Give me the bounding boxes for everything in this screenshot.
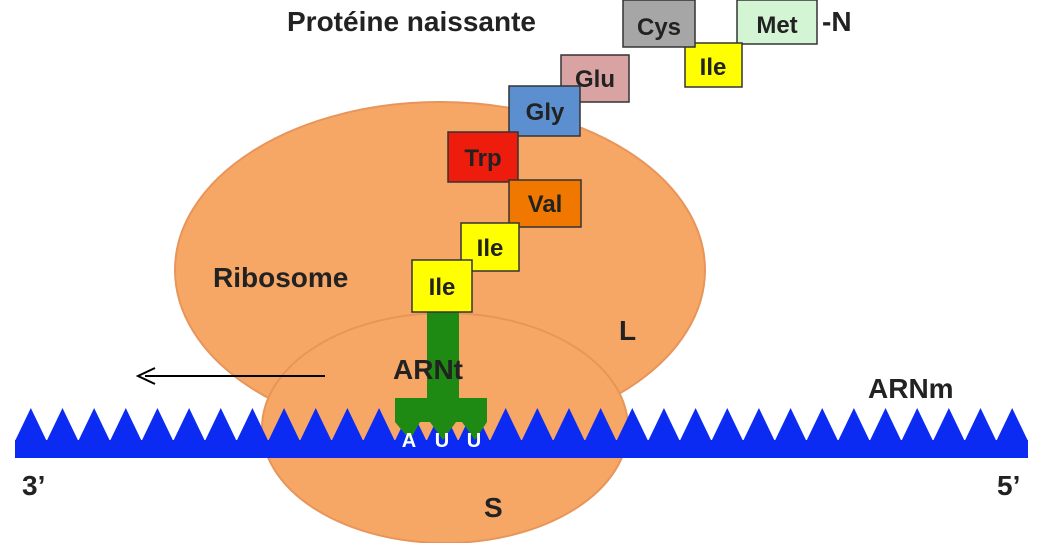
mrna-nucleotide	[236, 408, 269, 441]
aa-trp: Trp	[447, 131, 519, 183]
mrna-nucleotide	[331, 408, 364, 441]
mrna-nucleotide	[489, 408, 522, 441]
mrna-nucleotide	[268, 408, 300, 441]
mrna-nucleotide	[774, 408, 807, 441]
small-subunit-label: S	[484, 492, 503, 523]
anticodon-base-1: A	[402, 430, 416, 452]
mrna-nucleotide	[711, 408, 744, 441]
aa-ile-1: Ile	[684, 42, 743, 88]
aa-met: Met	[736, 0, 818, 45]
anticodon-base-3: U	[467, 430, 481, 452]
mrna-nucleotide	[996, 408, 1028, 441]
mrna-nucleotide	[901, 408, 934, 441]
aa-cys: Cys	[622, 0, 696, 48]
aa-val-label: Val	[528, 191, 563, 218]
aa-gly: Gly	[508, 85, 581, 137]
mrna-nucleotide	[46, 408, 79, 441]
mrna-nucleotide	[553, 408, 585, 441]
aa-cys-label: Cys	[637, 14, 681, 41]
mrna-nucleotide	[806, 408, 839, 441]
mrna-nucleotide	[173, 408, 205, 441]
aa-ile-1-label: Ile	[700, 54, 727, 81]
mrna-nucleotide	[521, 408, 554, 441]
aa-val: Val	[508, 179, 582, 228]
mrna-nucleotide	[584, 408, 617, 441]
direction-arrow	[135, 367, 325, 385]
aa-glu-label: Glu	[575, 66, 615, 93]
mrna-nucleotide	[648, 408, 680, 441]
mrna-nucleotide	[109, 408, 142, 441]
n-terminus-label: -N	[822, 6, 852, 37]
mrna-label: ARNm	[868, 373, 954, 404]
trna	[395, 310, 487, 440]
mrna-nucleotide	[204, 408, 237, 441]
mrna-nucleotide	[869, 408, 902, 441]
ribosome-label: Ribosome	[213, 262, 348, 293]
anticodon-base-2: U	[435, 430, 449, 452]
aa-met-label: Met	[756, 12, 797, 39]
three-prime-label: 3’	[22, 470, 45, 501]
aa-gly-label: Gly	[526, 99, 565, 126]
mrna-nucleotide	[679, 408, 712, 441]
mrna-nucleotide	[933, 408, 965, 441]
mrna-nucleotide	[141, 408, 174, 441]
mrna-nucleotide	[15, 408, 47, 441]
mrna-backbone	[15, 440, 1028, 458]
aa-ile-3-label: Ile	[429, 274, 456, 301]
mrna-nucleotide	[616, 408, 649, 441]
diagram-title: Protéine naissante	[287, 6, 536, 37]
mrna-nucleotide	[78, 408, 110, 441]
mrna-nucleotide	[743, 408, 775, 441]
mrna-nucleotide	[964, 408, 997, 441]
large-subunit-label: L	[619, 315, 636, 346]
aa-trp-label: Trp	[464, 145, 501, 172]
trna-label: ARNt	[393, 354, 463, 385]
aa-ile-2-label: Ile	[477, 235, 504, 262]
five-prime-label: 5’	[997, 470, 1020, 501]
mrna-nucleotide	[299, 408, 332, 441]
mrna-nucleotide	[363, 408, 395, 441]
mrna-nucleotide	[838, 408, 870, 441]
aa-ile-3: Ile	[411, 259, 473, 313]
